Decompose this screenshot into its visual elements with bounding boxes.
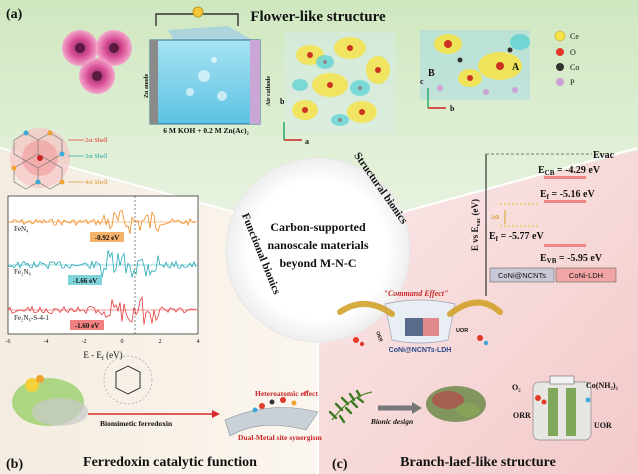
label-B: B [428,68,435,79]
dos-tick-label: -6 [6,339,11,345]
panel-c-label: (c) [332,457,348,472]
dos-tick-label: 2 [159,339,162,345]
arrow-text: Biomimetic ferredoxin [100,419,173,428]
center-title-3: beyond M-N-C [280,256,357,270]
axis-a-label: a [305,137,309,146]
shell-3: 3st Shell [85,153,108,160]
catalyst-sheet [224,397,319,437]
panel-a-label: (a) [6,7,23,22]
delta-phi: ΔΦ [491,215,500,221]
o2-label: O₂ [512,383,521,392]
evac-label: Evac [593,150,615,161]
dos-tick-label: 4 [197,339,200,345]
dos-series-fe2n6-s [7,295,197,325]
dual-text: Dual-Metal site synergism [238,433,322,442]
dos-label-2: Fe₂N₆ [14,268,31,276]
electrolyte-label: 6 M KOH + 0.2 M Zn(Ac)₂ [163,126,249,135]
legend-p: P [570,78,575,87]
yaxis-label: E vs Evac (eV) [470,199,482,251]
shell-lattice [10,128,70,190]
device-caption: CoNi@NCNTs-LDH [389,347,452,354]
level-ef1: Ef = -5.16 eV [540,189,595,201]
dos-value-1: -0.92 eV [95,234,120,242]
dos-series-fen4 [7,209,197,234]
level-ecb: ECB = -4.29 eV [538,165,601,177]
axis-c-label: c [420,77,424,86]
center-title-2: nanoscale materials [268,238,369,252]
air-cathode-label: Air cathode [266,76,272,106]
center-circle [225,157,411,343]
dos-value-2: -1.66 eV [73,277,98,285]
check-icon: ✓ [302,388,310,399]
dos-label-3: Fe₂N₆-S-4-1 [14,314,49,322]
command-effect: "Command Effect" [384,289,449,298]
nanostructure [426,386,486,422]
dos-ticks: -6 -4 -2 0 2 4 [6,339,200,345]
center-title-1: Carbon-supported [270,220,366,234]
crystal-structure [285,32,395,132]
zinc-air-battery [149,6,261,125]
panel-b-title: Ferredoxin catalytic function [83,455,257,470]
fern-leaf [328,389,373,424]
uor-label-device: UOR [456,328,468,334]
hetero-text: Heteroatomic effect [255,389,318,398]
axis-b2-label: b [450,104,455,113]
bionic-design: Bionic design [370,417,413,426]
label-A: A [512,62,520,73]
level-evb: EVB = -5.95 eV [540,253,603,265]
shell-4: 4st Shell [85,179,108,186]
legend-o: O [570,48,576,57]
box-right-label: CoNi-LDH [569,271,603,280]
zn-anode-label: Zn anode [144,73,150,98]
atom-legend [554,30,566,86]
urea-label: Co(NH₂)₂ [586,381,619,390]
shell-2: 2st Shell [85,137,108,144]
ferredoxin-protein [12,355,153,426]
panel-a-title: Flower-like structure [250,9,386,25]
box-left-label: CoNi@NCNTs [498,271,546,280]
electrode-device [532,375,592,441]
level-ef2: Ef = -5.77 eV [489,231,544,243]
legend-ce: Ce [570,32,579,41]
dos-label-1: FeN₄ [14,225,29,233]
orr-label: ORR [513,411,531,420]
dos-plot [7,195,199,335]
axis-b-label: b [280,97,285,106]
dos-tick-label: -2 [82,339,87,345]
dos-tick-label: 0 [121,339,124,345]
oer-label-device: OER [374,331,383,344]
panel-c-title: Branch-laef-like structure [400,455,556,470]
panel-b-label: (b) [6,457,23,472]
flower-spheres [62,30,132,94]
command-device [337,299,503,347]
legend-co: Co [570,63,579,72]
energy-diagram [485,153,617,296]
surface-structure [420,30,530,100]
dos-tick-label: -4 [44,339,49,345]
dos-xaxis-label: E - Ef (eV) [83,350,122,362]
uor-label: UOR [594,421,612,430]
dos-value-3: -1.60 eV [75,322,100,330]
